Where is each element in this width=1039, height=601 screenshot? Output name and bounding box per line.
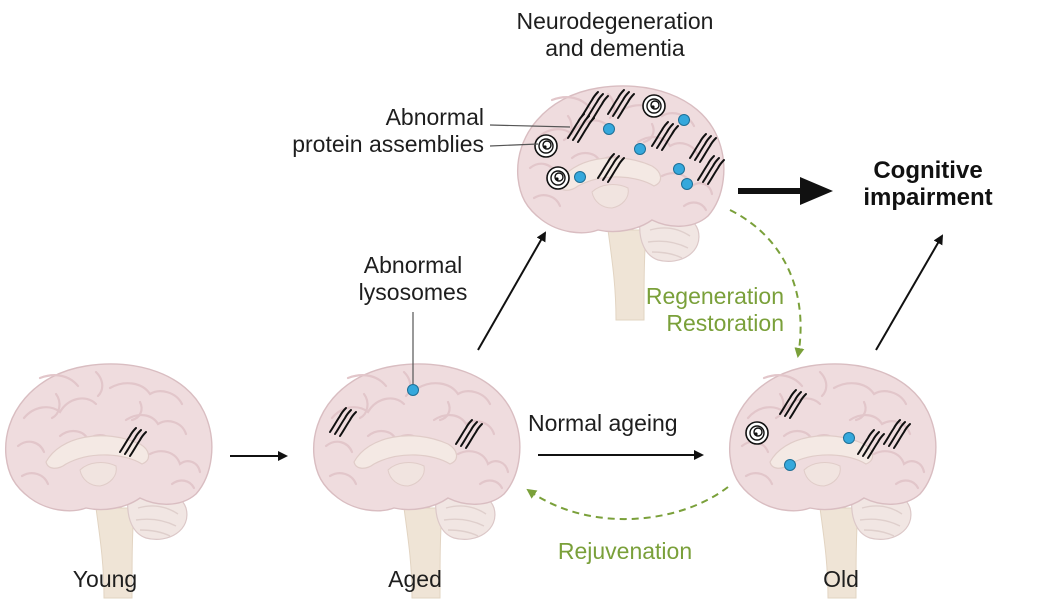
rejuvenation-label: Rejuvenation xyxy=(557,538,693,564)
cognitive-line-2: impairment xyxy=(863,184,993,211)
dementia-to-impairment-arrow xyxy=(738,177,833,205)
old-brain-icon xyxy=(728,362,937,600)
degenerated-lysosome-dot-icon-4 xyxy=(574,171,586,183)
old-plaque-icon xyxy=(745,421,769,445)
cognitive-impairment-label: Cognitive impairment xyxy=(828,157,1028,211)
lysosome-label-line-2: lysosomes xyxy=(358,279,468,305)
aged-to-degenerated-arrow xyxy=(477,231,546,351)
protein-leader-line-2 xyxy=(489,143,539,147)
degenerated-lysosome-dot-icon-1 xyxy=(603,123,615,135)
regeneration-label: Regeneration xyxy=(645,283,784,309)
aged-brain-icon xyxy=(312,362,521,600)
protein-label-line-1: Abnormal xyxy=(385,104,484,130)
degenerated-lysosome-dot-icon-2 xyxy=(678,114,690,126)
degenerated-lysosome-dot-icon-5 xyxy=(673,163,685,175)
regeneration-restoration-arrow xyxy=(729,209,805,358)
young-label: Young xyxy=(72,566,138,592)
old-lysosome-dot-icon-1 xyxy=(843,432,855,444)
top-title: Neurodegeneration and dementia xyxy=(470,8,760,62)
degenerated-plaque-icon-1 xyxy=(534,134,558,158)
rejuvenation-arrow xyxy=(526,486,729,521)
degenerated-plaque-icon-2 xyxy=(642,94,666,118)
cognitive-line-1: Cognitive xyxy=(873,157,983,184)
protein-leader-line-1 xyxy=(489,124,571,128)
young-brain-icon xyxy=(4,362,213,600)
normal-ageing-label: Normal ageing xyxy=(528,410,678,436)
old-to-impairment-arrow xyxy=(875,234,944,351)
top-title-line-1: Neurodegeneration xyxy=(516,8,714,34)
old-label: Old xyxy=(823,566,859,592)
protein-assemblies-label: Abnormal protein assemblies xyxy=(230,104,484,158)
degenerated-lysosome-dot-icon-6 xyxy=(681,178,693,190)
recovery-label: Regeneration Restoration xyxy=(560,283,784,337)
old-lysosome-dot-icon-2 xyxy=(784,459,796,471)
restoration-label: Restoration xyxy=(666,310,784,336)
aged-label: Aged xyxy=(388,566,442,592)
lysosomes-label: Abnormal lysosomes xyxy=(300,252,526,306)
degenerated-lysosome-dot-icon-3 xyxy=(634,143,646,155)
top-title-line-2: and dementia xyxy=(545,35,685,61)
lysosome-label-line-1: Abnormal xyxy=(363,252,463,278)
aged-lysosome-dot-icon xyxy=(407,384,419,396)
degenerated-plaque-icon-3 xyxy=(546,166,570,190)
protein-label-line-2: protein assemblies xyxy=(292,131,484,157)
